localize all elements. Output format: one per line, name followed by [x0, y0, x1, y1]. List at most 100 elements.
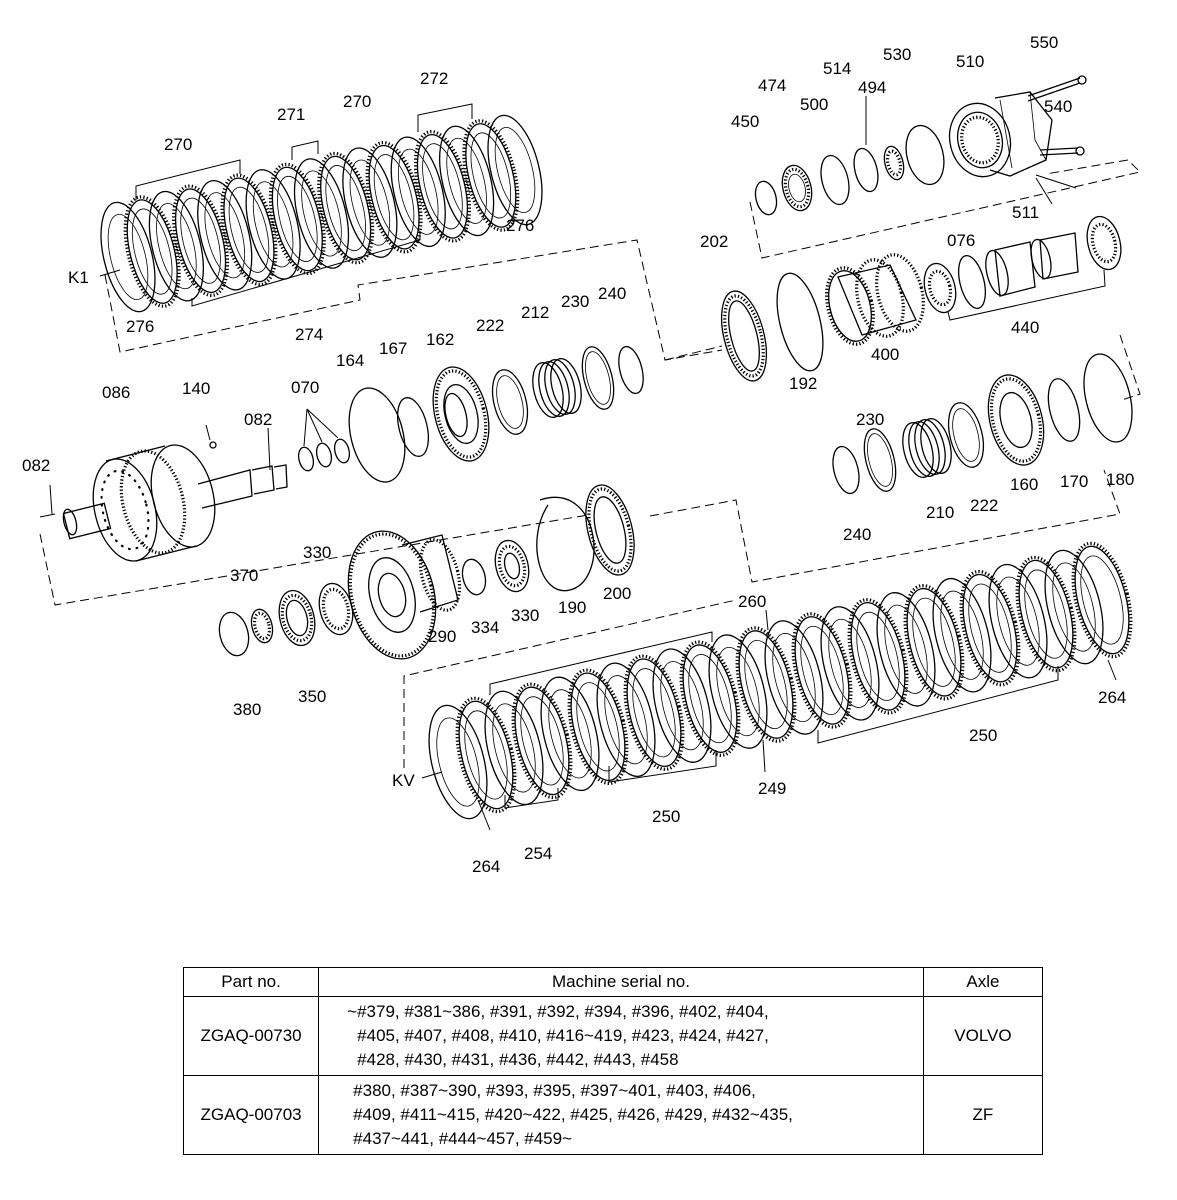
callout-labels: 550 530 510 514 474 494 540 500 450 511 …: [22, 33, 1134, 876]
k1-clutch-disc: [342, 147, 398, 258]
kv-disc-stack: [428, 541, 1133, 820]
serial-line: #405, #407, #408, #410, #416~419, #423, …: [357, 1026, 769, 1045]
kv-clutch-pack: [428, 541, 1133, 820]
axle-cell: VOLVO: [922, 996, 1044, 1076]
callout-240-lower: 240: [843, 525, 871, 544]
bearing-350: [278, 589, 316, 647]
k1-clutch-disc: [390, 136, 446, 248]
k1-clutch-disc: [268, 162, 326, 276]
callout-514: 514: [823, 59, 851, 78]
bearing-set-440: [923, 215, 1122, 321]
upper-right-group-border: [749, 159, 1141, 259]
ring-450: [754, 180, 778, 216]
middle-right-border: [1119, 334, 1141, 401]
serial-cell: #380, #387~390, #393, #395, #397~401, #4…: [318, 1075, 924, 1155]
ring-514: [853, 147, 879, 193]
main-shaft-086: [39, 441, 589, 606]
callout-230-lower: 230: [856, 410, 884, 429]
ring-222-lower: [947, 402, 985, 468]
ring-500: [820, 154, 850, 206]
header-machine-serial: Machine serial no.: [318, 967, 924, 997]
ring-164: [348, 387, 406, 483]
ring-222-upper: [491, 369, 529, 435]
serial-line: #409, #411~415, #420~422, #425, #426, #4…: [353, 1105, 793, 1124]
kv-clutch-disc: [652, 648, 712, 763]
callout-222-lower: 222: [970, 496, 998, 515]
kv-clutch-disc: [876, 592, 936, 707]
k1-clutch-disc: [148, 190, 204, 302]
serial-line: ~#379, #381~386, #391, #392, #394, #396,…: [347, 1002, 769, 1021]
kv-clutch-disc: [679, 640, 741, 757]
callout-330-left: 330: [303, 543, 331, 562]
bracket-254: [504, 788, 559, 809]
callout-167: 167: [379, 339, 407, 358]
callout-192: 192: [789, 374, 817, 393]
seal-530: [905, 124, 945, 186]
callout-260: 260: [738, 592, 766, 611]
callout-254: 254: [524, 844, 552, 863]
callout-076: 076: [947, 231, 975, 250]
spring-210: [902, 417, 952, 479]
ring-370: [250, 608, 274, 644]
kv-clutch-disc: [764, 620, 824, 735]
serial-line: #380, #387~390, #393, #395, #397~401, #4…: [353, 1081, 756, 1100]
callout-082-right: 082: [244, 410, 272, 429]
spring-212: [532, 357, 582, 419]
kv-clutch-disc: [428, 704, 488, 820]
disc-200: [585, 484, 635, 576]
table-row: ZGAQ-00703 #380, #387~390, #393, #395, #…: [182, 1075, 1044, 1155]
part-no-cell: ZGAQ-00730: [182, 996, 320, 1076]
leader-lines: [49, 96, 1117, 831]
callout-202: 202: [700, 232, 728, 251]
gear-drum-400: [825, 253, 925, 346]
snap-ring-190: [536, 496, 595, 592]
header-axle: Axle: [922, 967, 1044, 997]
piston-assembly: [348, 345, 644, 483]
callout-270-left: 270: [164, 135, 192, 154]
ring-167: [396, 397, 430, 457]
callout-272: 272: [420, 69, 448, 88]
k1-clutch-disc: [413, 130, 471, 243]
k1-clutch-disc: [172, 184, 230, 297]
callout-200: 200: [603, 584, 631, 603]
k1-clutch-disc: [197, 179, 253, 291]
ring-494: [883, 145, 905, 181]
label-kv: KV: [392, 771, 415, 790]
callout-271: 271: [277, 105, 305, 124]
bracket-270-left: [135, 159, 241, 200]
callout-162: 162: [426, 330, 454, 349]
k1-clutch-disc: [220, 173, 278, 287]
callout-511: 511: [1012, 203, 1039, 222]
bracket-271: [291, 140, 319, 160]
kv-clutch-disc: [847, 598, 909, 715]
k1-clutch-disc: [365, 140, 423, 254]
callout-249: 249: [758, 779, 786, 798]
rings-070: [297, 408, 351, 472]
callout-540: 540: [1044, 97, 1072, 116]
right-piston-row: [832, 353, 1133, 495]
serial-line: #437~441, #444~457, #459~: [353, 1129, 573, 1148]
callout-086: 086: [102, 383, 130, 402]
kv-clutch-disc: [623, 654, 685, 771]
serial-number-table: Part no. Machine serial no. Axle ZGAQ-00…: [182, 967, 1044, 1155]
kv-clutch-disc: [1044, 549, 1104, 665]
k1-clutch-disc: [487, 114, 543, 226]
ring-192: [776, 272, 824, 372]
kv-clutch-disc: [1015, 555, 1077, 673]
kv-clutch-disc: [511, 682, 573, 800]
callout-550: 550: [1030, 33, 1058, 52]
callout-170: 170: [1060, 472, 1088, 491]
part-no-cell: ZGAQ-00703: [182, 1075, 320, 1155]
k1-clutch-pack: [100, 103, 723, 361]
lower-gear-row: [218, 469, 1121, 768]
k1-group-border: [104, 239, 723, 361]
kv-clutch-disc: [988, 563, 1048, 679]
middle-center-parts: [664, 253, 1141, 401]
callout-380: 380: [233, 700, 261, 719]
bracket-274: [191, 232, 421, 307]
callout-330-right: 330: [511, 606, 539, 625]
kv-clutch-disc: [903, 584, 965, 701]
callout-334: 334: [471, 618, 499, 637]
kv-clutch-disc: [820, 606, 880, 721]
table-row: ZGAQ-00730 ~#379, #381~386, #391, #392, …: [182, 996, 1044, 1076]
